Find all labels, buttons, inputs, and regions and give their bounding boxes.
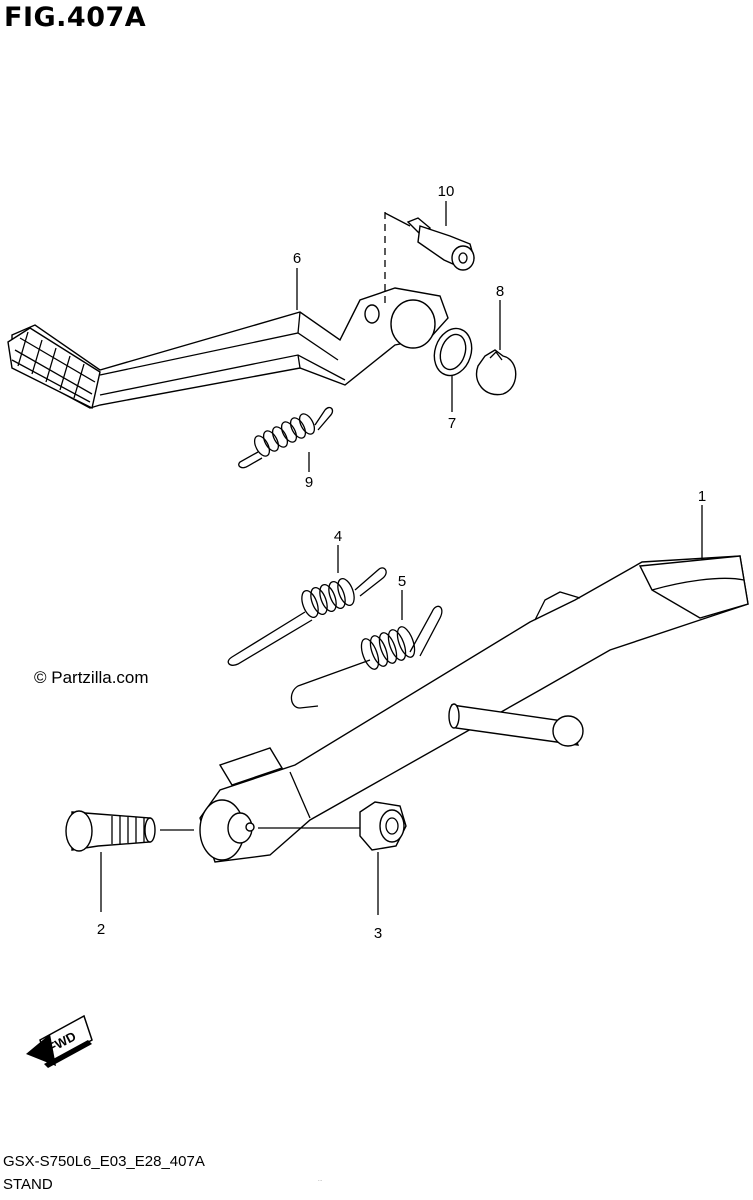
side-stand-part (199, 505, 749, 863)
forward-arrow-icon: FWD (26, 1014, 93, 1068)
callout-4: 4 (334, 528, 342, 545)
callout-6: 6 (293, 250, 301, 267)
pivot-bolt-part (65, 810, 194, 912)
nut-part (258, 801, 407, 915)
callout-5: 5 (398, 573, 406, 590)
footer-note: ... (318, 1177, 323, 1183)
diagram-name: STAND (3, 1176, 53, 1193)
brake-pedal-part (7, 268, 449, 410)
pin-part (384, 201, 475, 305)
washer-part (433, 327, 473, 412)
watermark: © Partzilla.com (34, 668, 149, 687)
stand-spring-inner-part (227, 545, 387, 666)
callout-8: 8 (496, 283, 504, 300)
callout-10: 10 (438, 183, 455, 200)
callout-3: 3 (374, 925, 382, 942)
callout-2: 2 (97, 921, 105, 938)
stand-spring-outer-part (290, 590, 443, 709)
circlip-part (475, 300, 517, 396)
diagram-code: GSX-S750L6_E03_E28_407A (3, 1153, 205, 1170)
callout-7: 7 (448, 415, 456, 432)
figure-title: FIG.407A (4, 2, 147, 33)
callout-9: 9 (305, 474, 313, 491)
return-spring-part (238, 406, 334, 472)
callout-1: 1 (698, 488, 706, 505)
